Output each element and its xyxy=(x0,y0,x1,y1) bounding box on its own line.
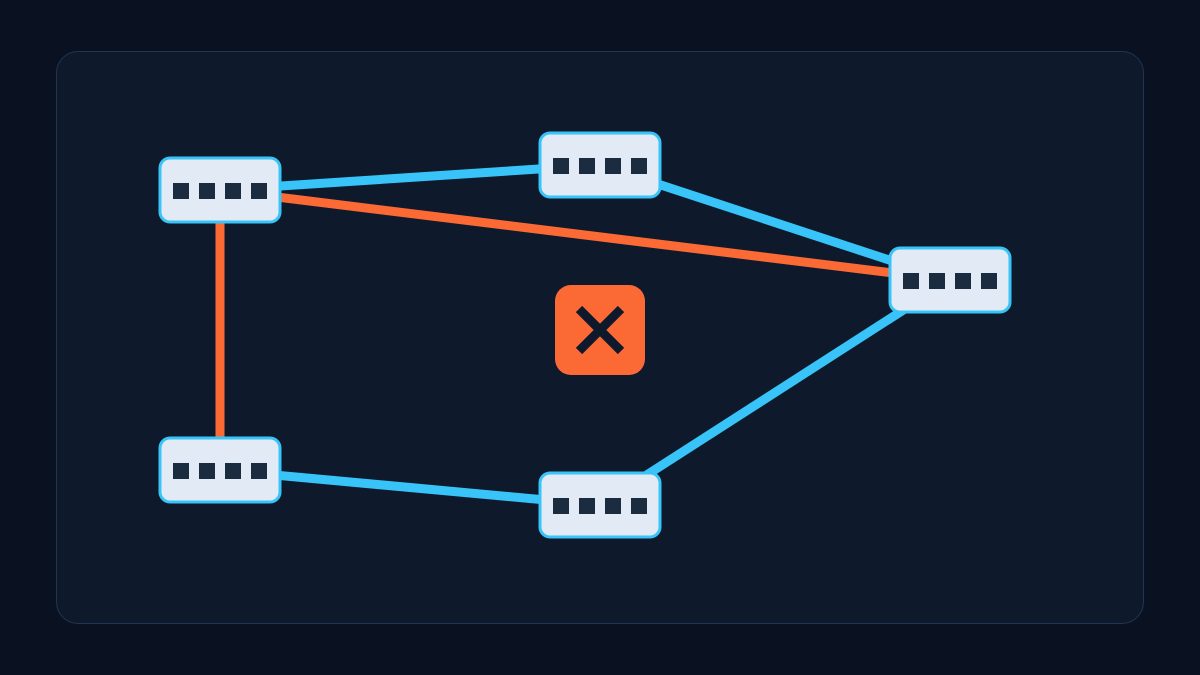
error-alert-badge xyxy=(555,285,645,375)
switch-top-left[interactable] xyxy=(158,156,282,224)
port-icon xyxy=(199,183,215,199)
port-icon xyxy=(605,498,621,514)
port-icon xyxy=(631,498,647,514)
alert-layer xyxy=(555,285,645,375)
network-switch-icon xyxy=(158,436,282,504)
switch-bottom-left[interactable] xyxy=(158,436,282,504)
link-switch-top-left-to-switch-top-middle-ok xyxy=(219,160,601,195)
nodes-layer xyxy=(158,131,1012,539)
network-switch-icon xyxy=(538,131,662,199)
network-switch-icon xyxy=(158,156,282,224)
port-icon xyxy=(981,273,997,289)
port-icon xyxy=(631,158,647,174)
port-icon xyxy=(579,158,595,174)
link-switch-top-left-to-switch-right-failed xyxy=(219,185,951,285)
network-switch-icon xyxy=(888,246,1012,314)
switch-right[interactable] xyxy=(888,246,1012,314)
port-icon xyxy=(553,158,569,174)
link-switch-bottom-left-to-switch-bottom-middle-ok xyxy=(219,465,601,510)
port-icon xyxy=(173,183,189,199)
switch-top-middle[interactable] xyxy=(538,131,662,199)
network-switch-icon xyxy=(538,471,662,539)
port-icon xyxy=(251,463,267,479)
port-icon xyxy=(605,158,621,174)
switch-bottom-middle[interactable] xyxy=(538,471,662,539)
port-icon xyxy=(251,183,267,199)
port-icon xyxy=(173,463,189,479)
close-x-icon xyxy=(575,305,625,355)
link-switch-bottom-middle-to-switch-right-ok xyxy=(597,276,953,509)
port-icon xyxy=(225,183,241,199)
port-icon xyxy=(579,498,595,514)
port-icon xyxy=(929,273,945,289)
port-icon xyxy=(199,463,215,479)
port-icon xyxy=(225,463,241,479)
port-icon xyxy=(903,273,919,289)
port-icon xyxy=(553,498,569,514)
port-icon xyxy=(955,273,971,289)
